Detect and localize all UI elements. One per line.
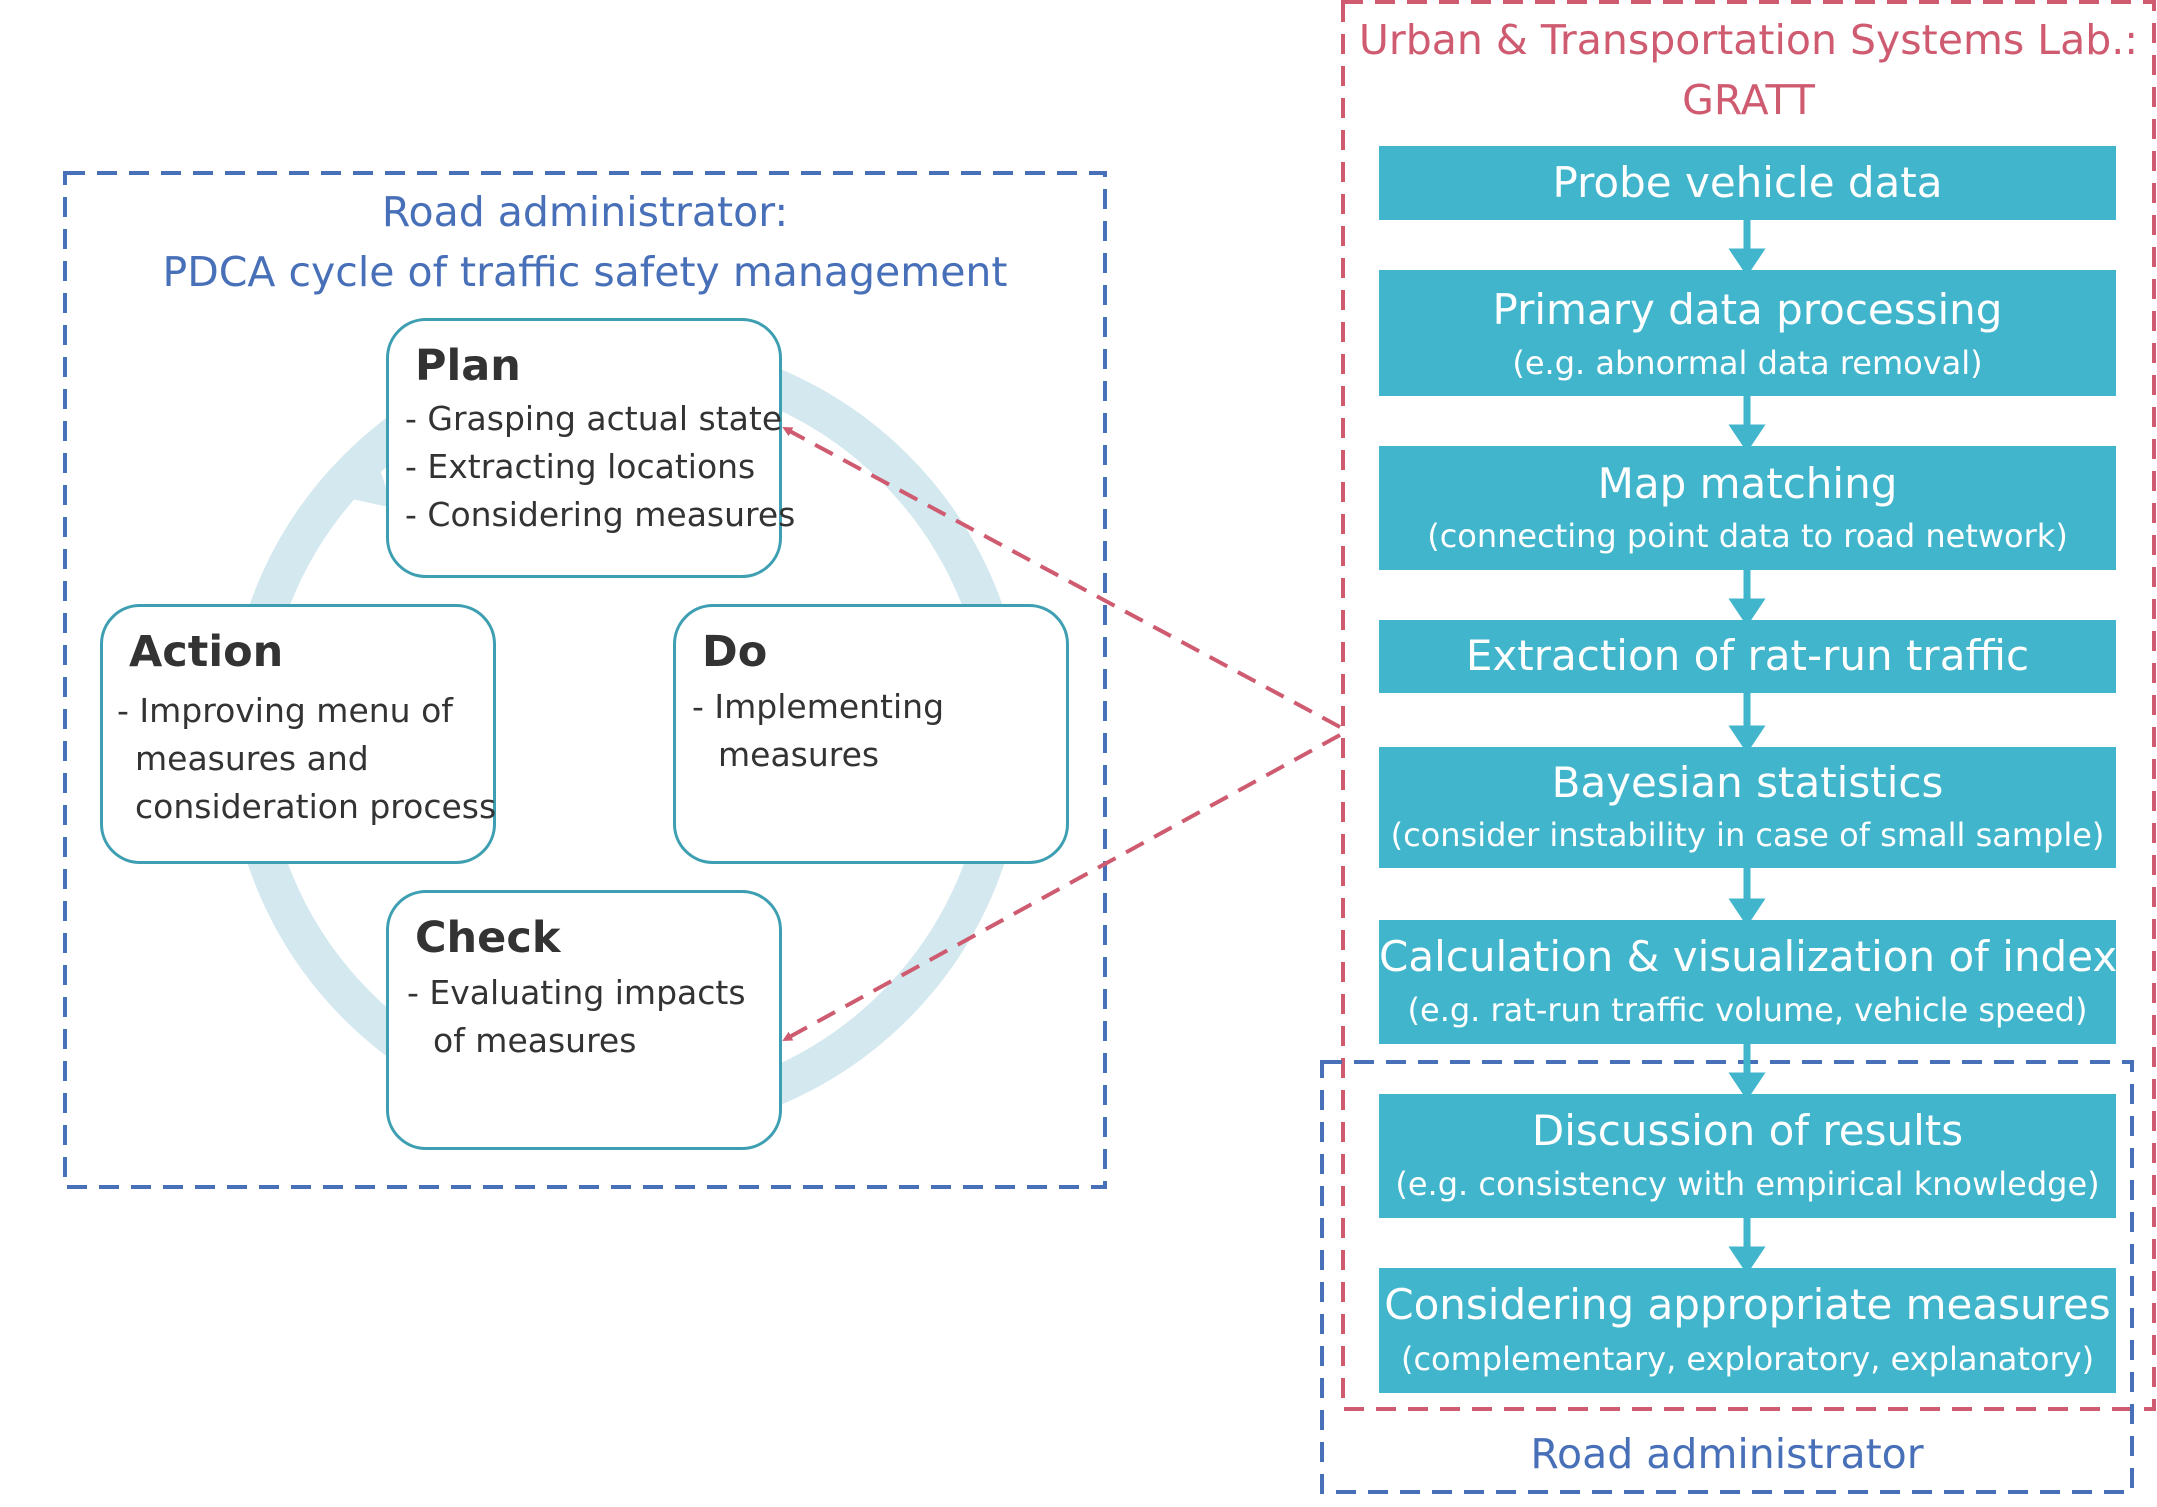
- action-card-line: consideration process: [135, 787, 497, 826]
- step-name: Map matching: [1597, 459, 1898, 508]
- feedback-arrows: [782, 426, 1341, 1042]
- plan-card-line: - Extracting locations: [405, 447, 756, 486]
- action-card: Action - Improving menu of measures and …: [100, 604, 496, 864]
- step-bayesian-statistics: Bayesian statistics (consider instabilit…: [1379, 747, 2116, 868]
- admin-frame-label: Road administrator: [1530, 1430, 1924, 1478]
- lab-frame-title: Urban & Transportation Systems Lab.: GRA…: [1343, 10, 2154, 130]
- step-name: Extraction of rat-run traffic: [1465, 631, 2030, 680]
- lab-frame-border: [1341, 0, 2156, 1411]
- plan-card-title: Plan: [415, 341, 521, 391]
- step-desc: (e.g. abnormal data removal): [1512, 344, 1983, 382]
- step-discussion-of-results: Discussion of results (e.g. consistency …: [1379, 1094, 2116, 1218]
- cycle-arrowhead: [320, 446, 393, 508]
- plan-card-line: - Grasping actual state: [405, 399, 783, 438]
- step-desc: (complementary, exploratory, explanatory…: [1400, 1340, 2095, 1378]
- check-card-line: of measures: [433, 1021, 637, 1060]
- action-card-line: measures and: [135, 739, 369, 778]
- pdca-frame-title: Road administrator: PDCA cycle of traffi…: [65, 182, 1105, 302]
- step-desc: (connecting point data to road network): [1427, 517, 2068, 555]
- step-desc: (consider instability in case of small s…: [1390, 816, 2105, 854]
- lab-frame-title-line1: Urban & Transportation Systems Lab.:: [1358, 16, 2139, 64]
- step-map-matching: Map matching (connecting point data to r…: [1379, 446, 2116, 570]
- check-card: Check - Evaluating impacts of measures: [386, 890, 782, 1150]
- pdca-frame-title-line2: PDCA cycle of traffic safety management: [162, 248, 1008, 296]
- step-connectors: [1728, 220, 1766, 1275]
- do-card-line: - Implementing: [692, 687, 945, 726]
- admin-frame-border: [1320, 1060, 2134, 1494]
- step-name: Calculation & visualization of index: [1379, 932, 2118, 981]
- step-considering-measures: Considering appropriate measures (comple…: [1379, 1268, 2116, 1393]
- do-card: Do - Implementing measures: [673, 604, 1069, 864]
- step-name: Primary data processing: [1492, 285, 2003, 334]
- plan-card: Plan - Grasping actual state - Extractin…: [386, 318, 795, 578]
- step-primary-data-processing: Primary data processing (e.g. abnormal d…: [1379, 270, 2116, 396]
- action-card-line: - Improving menu of: [117, 691, 453, 730]
- step-name: Discussion of results: [1531, 1106, 1964, 1155]
- action-card-title: Action: [129, 627, 284, 677]
- step-name: Bayesian statistics: [1551, 758, 1944, 807]
- do-card-line: measures: [718, 735, 880, 774]
- lab-frame-title-line2: GRATT: [1682, 76, 1815, 124]
- pdca-frame-title-line1: Road administrator:: [381, 188, 789, 236]
- step-probe-vehicle-data: Probe vehicle data: [1379, 146, 2116, 220]
- do-card-title: Do: [702, 627, 768, 677]
- step-rat-run-extraction: Extraction of rat-run traffic: [1379, 620, 2116, 693]
- step-name: Probe vehicle data: [1552, 158, 1943, 207]
- arrow-to-check: [782, 733, 1341, 1042]
- step-calculation-visualization: Calculation & visualization of index (e.…: [1379, 920, 2118, 1044]
- check-card-title: Check: [415, 913, 561, 963]
- step-desc: (e.g. rat-run traffic volume, vehicle sp…: [1407, 991, 2088, 1029]
- arrow-to-plan: [782, 426, 1341, 729]
- check-card-line: - Evaluating impacts: [407, 973, 746, 1012]
- pdca-frame-border: [63, 171, 1107, 1189]
- step-name: Considering appropriate measures: [1384, 1280, 2111, 1329]
- step-desc: (e.g. consistency with empirical knowled…: [1395, 1165, 2100, 1203]
- plan-card-line: - Considering measures: [405, 495, 796, 534]
